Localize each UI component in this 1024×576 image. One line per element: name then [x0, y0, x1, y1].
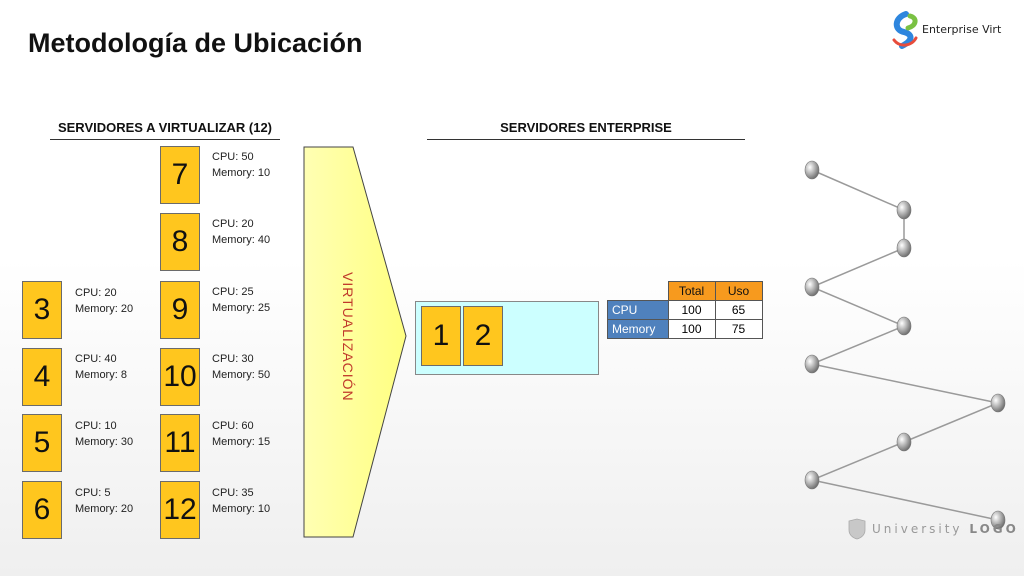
table-row: CPU 100 65: [607, 300, 763, 320]
cpu-value: CPU: 40: [75, 353, 117, 365]
server-spec-6: CPU: 5 Memory: 20: [75, 485, 133, 517]
cpu-value: CPU: 50: [212, 151, 254, 163]
right-section-heading: SERVIDORES ENTERPRISE: [427, 120, 745, 140]
server-spec-10: CPU: 30 Memory: 50: [212, 351, 270, 383]
server-spec-9: CPU: 25 Memory: 25: [212, 284, 270, 316]
row-label-memory: Memory: [607, 319, 669, 339]
table-header-row: Total Uso: [608, 281, 763, 301]
university-logo-text: University LOGO: [872, 522, 1019, 536]
server-box-11: 11: [160, 414, 200, 472]
server-spec-8: CPU: 20 Memory: 40: [212, 216, 270, 248]
memory-value: Memory: 20: [75, 503, 134, 515]
university-logo-word: LOGO: [969, 522, 1019, 536]
cpu-value: CPU: 20: [75, 287, 117, 299]
memory-uso: 75: [714, 319, 763, 339]
cpu-value: CPU: 20: [212, 218, 254, 230]
decorative-chain: [804, 160, 1006, 530]
enterprise-server-2: 2: [463, 306, 503, 366]
cpu-value: CPU: 10: [75, 420, 117, 432]
memory-value: Memory: 20: [75, 303, 134, 315]
table-row: Memory 100 75: [607, 319, 763, 339]
logo-text: Enterprise Virt: [922, 23, 1002, 36]
server-box-10: 10: [160, 348, 200, 406]
memory-value: Memory: 25: [212, 302, 271, 314]
virtualization-label: VIRTUALIZACIÓN: [340, 272, 356, 402]
cpu-uso: 65: [714, 300, 763, 320]
header-uso: Uso: [714, 281, 763, 301]
server-spec-5: CPU: 10 Memory: 30: [75, 418, 133, 450]
server-box-12: 12: [160, 481, 200, 539]
page-title: Metodología de Ubicación: [28, 28, 363, 58]
memory-value: Memory: 40: [212, 234, 271, 246]
enterprise-server-1: 1: [421, 306, 461, 366]
cpu-value: CPU: 5: [75, 487, 111, 499]
server-spec-11: CPU: 60 Memory: 15: [212, 418, 270, 450]
memory-value: Memory: 10: [212, 167, 271, 179]
row-label-cpu: CPU: [607, 300, 669, 320]
university-shield-icon: [848, 518, 866, 540]
memory-value: Memory: 8: [75, 369, 127, 381]
university-prefix: University: [872, 522, 963, 536]
memory-value: Memory: 15: [212, 436, 271, 448]
memory-value: Memory: 10: [212, 503, 271, 515]
server-spec-4: CPU: 40 Memory: 8: [75, 351, 127, 383]
server-box-3: 3: [22, 281, 62, 339]
server-box-6: 6: [22, 481, 62, 539]
server-box-7: 7: [160, 146, 200, 204]
cpu-value: CPU: 60: [212, 420, 254, 432]
header-total: Total: [667, 281, 716, 301]
cpu-value: CPU: 30: [212, 353, 254, 365]
cpu-value: CPU: 25: [212, 286, 254, 298]
server-spec-7: CPU: 50 Memory: 10: [212, 149, 270, 181]
left-section-heading: SERVIDORES A VIRTUALIZAR (12): [50, 120, 280, 140]
usage-table: Total Uso CPU 100 65 Memory 100 75: [607, 281, 763, 339]
virtualization-arrow: [303, 146, 407, 538]
server-box-4: 4: [22, 348, 62, 406]
memory-value: Memory: 30: [75, 436, 134, 448]
cpu-value: CPU: 35: [212, 487, 254, 499]
server-box-9: 9: [160, 281, 200, 339]
server-spec-3: CPU: 20 Memory: 20: [75, 285, 133, 317]
server-box-8: 8: [160, 213, 200, 271]
table-corner: [608, 282, 669, 301]
server-box-5: 5: [22, 414, 62, 472]
cpu-total: 100: [667, 300, 716, 320]
enterprise-logo: [890, 8, 1008, 50]
server-spec-12: CPU: 35 Memory: 10: [212, 485, 270, 517]
memory-total: 100: [667, 319, 716, 339]
memory-value: Memory: 50: [212, 369, 271, 381]
